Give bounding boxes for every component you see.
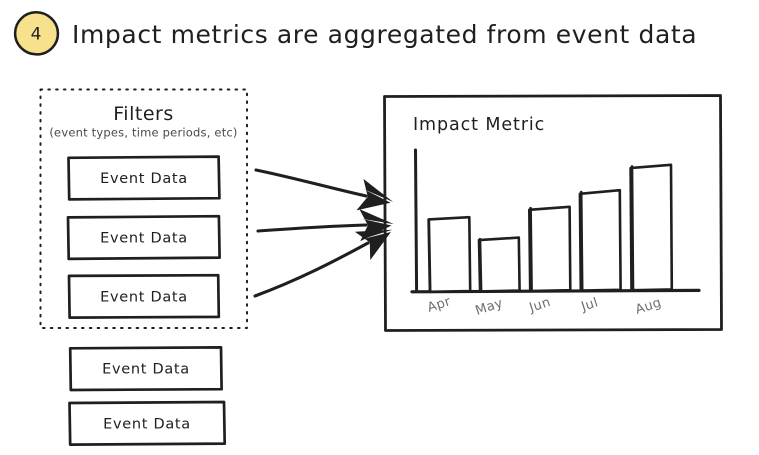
chart-bar-jun[interactable]	[528, 205, 572, 293]
chart-panel-border	[383, 94, 723, 332]
step-badge: 4	[13, 11, 60, 56]
event-box-label: Event Data	[100, 231, 188, 247]
chart-y-axis	[414, 148, 419, 293]
arrow-top	[254, 168, 394, 211]
filters-subtitle: (event types, time periods, etc)	[49, 126, 237, 140]
event-data-box-2[interactable]: Event Data	[67, 273, 221, 319]
chart-tick-label: Aug	[634, 295, 664, 317]
chart-tick-label: May	[474, 296, 505, 319]
event-data-box-3[interactable]: Event Data	[68, 346, 223, 392]
chart-bar-apr[interactable]	[427, 215, 472, 294]
event-data-box-1[interactable]: Event Data	[66, 214, 221, 261]
event-box-outline	[67, 273, 221, 319]
chart-panel: Impact Metric	[383, 94, 723, 332]
arrow-bottom	[253, 229, 393, 298]
chart-bar-may[interactable]	[477, 236, 521, 293]
arrow-middle	[256, 209, 394, 242]
page-title: Impact metrics are aggregated from event…	[72, 20, 697, 49]
chart-bars	[427, 163, 674, 294]
filters-title: Filters	[113, 103, 173, 125]
chart-bar-jul[interactable]	[578, 188, 622, 292]
event-box-label: Event Data	[100, 290, 188, 306]
event-data-box-0[interactable]: Event Data	[67, 155, 221, 201]
event-box-label: Event Data	[103, 417, 191, 433]
chart-x-tick-labels: Apr May Jun Jul Aug	[426, 294, 664, 319]
event-box-outline	[67, 155, 221, 201]
event-box-label: Event Data	[102, 362, 190, 378]
chart-title: Impact Metric	[413, 115, 545, 135]
event-box-outline	[66, 214, 221, 261]
chart-tick-label: Apr	[426, 294, 453, 316]
event-data-box-4[interactable]: Event Data	[68, 400, 227, 446]
filters-group: Filters (event types, time periods, etc)	[39, 88, 248, 329]
chart-tick-label: Jul	[579, 295, 601, 315]
flow-arrows	[253, 168, 394, 298]
filters-dotted-border	[39, 88, 248, 329]
event-box-outline	[68, 400, 227, 446]
event-box-label: Event Data	[100, 171, 188, 187]
badge-circle	[13, 11, 60, 56]
chart-bar-aug[interactable]	[629, 163, 674, 292]
event-box-outline	[68, 346, 223, 392]
chart-tick-label: Jun	[527, 295, 553, 316]
badge-number: 4	[31, 25, 42, 45]
